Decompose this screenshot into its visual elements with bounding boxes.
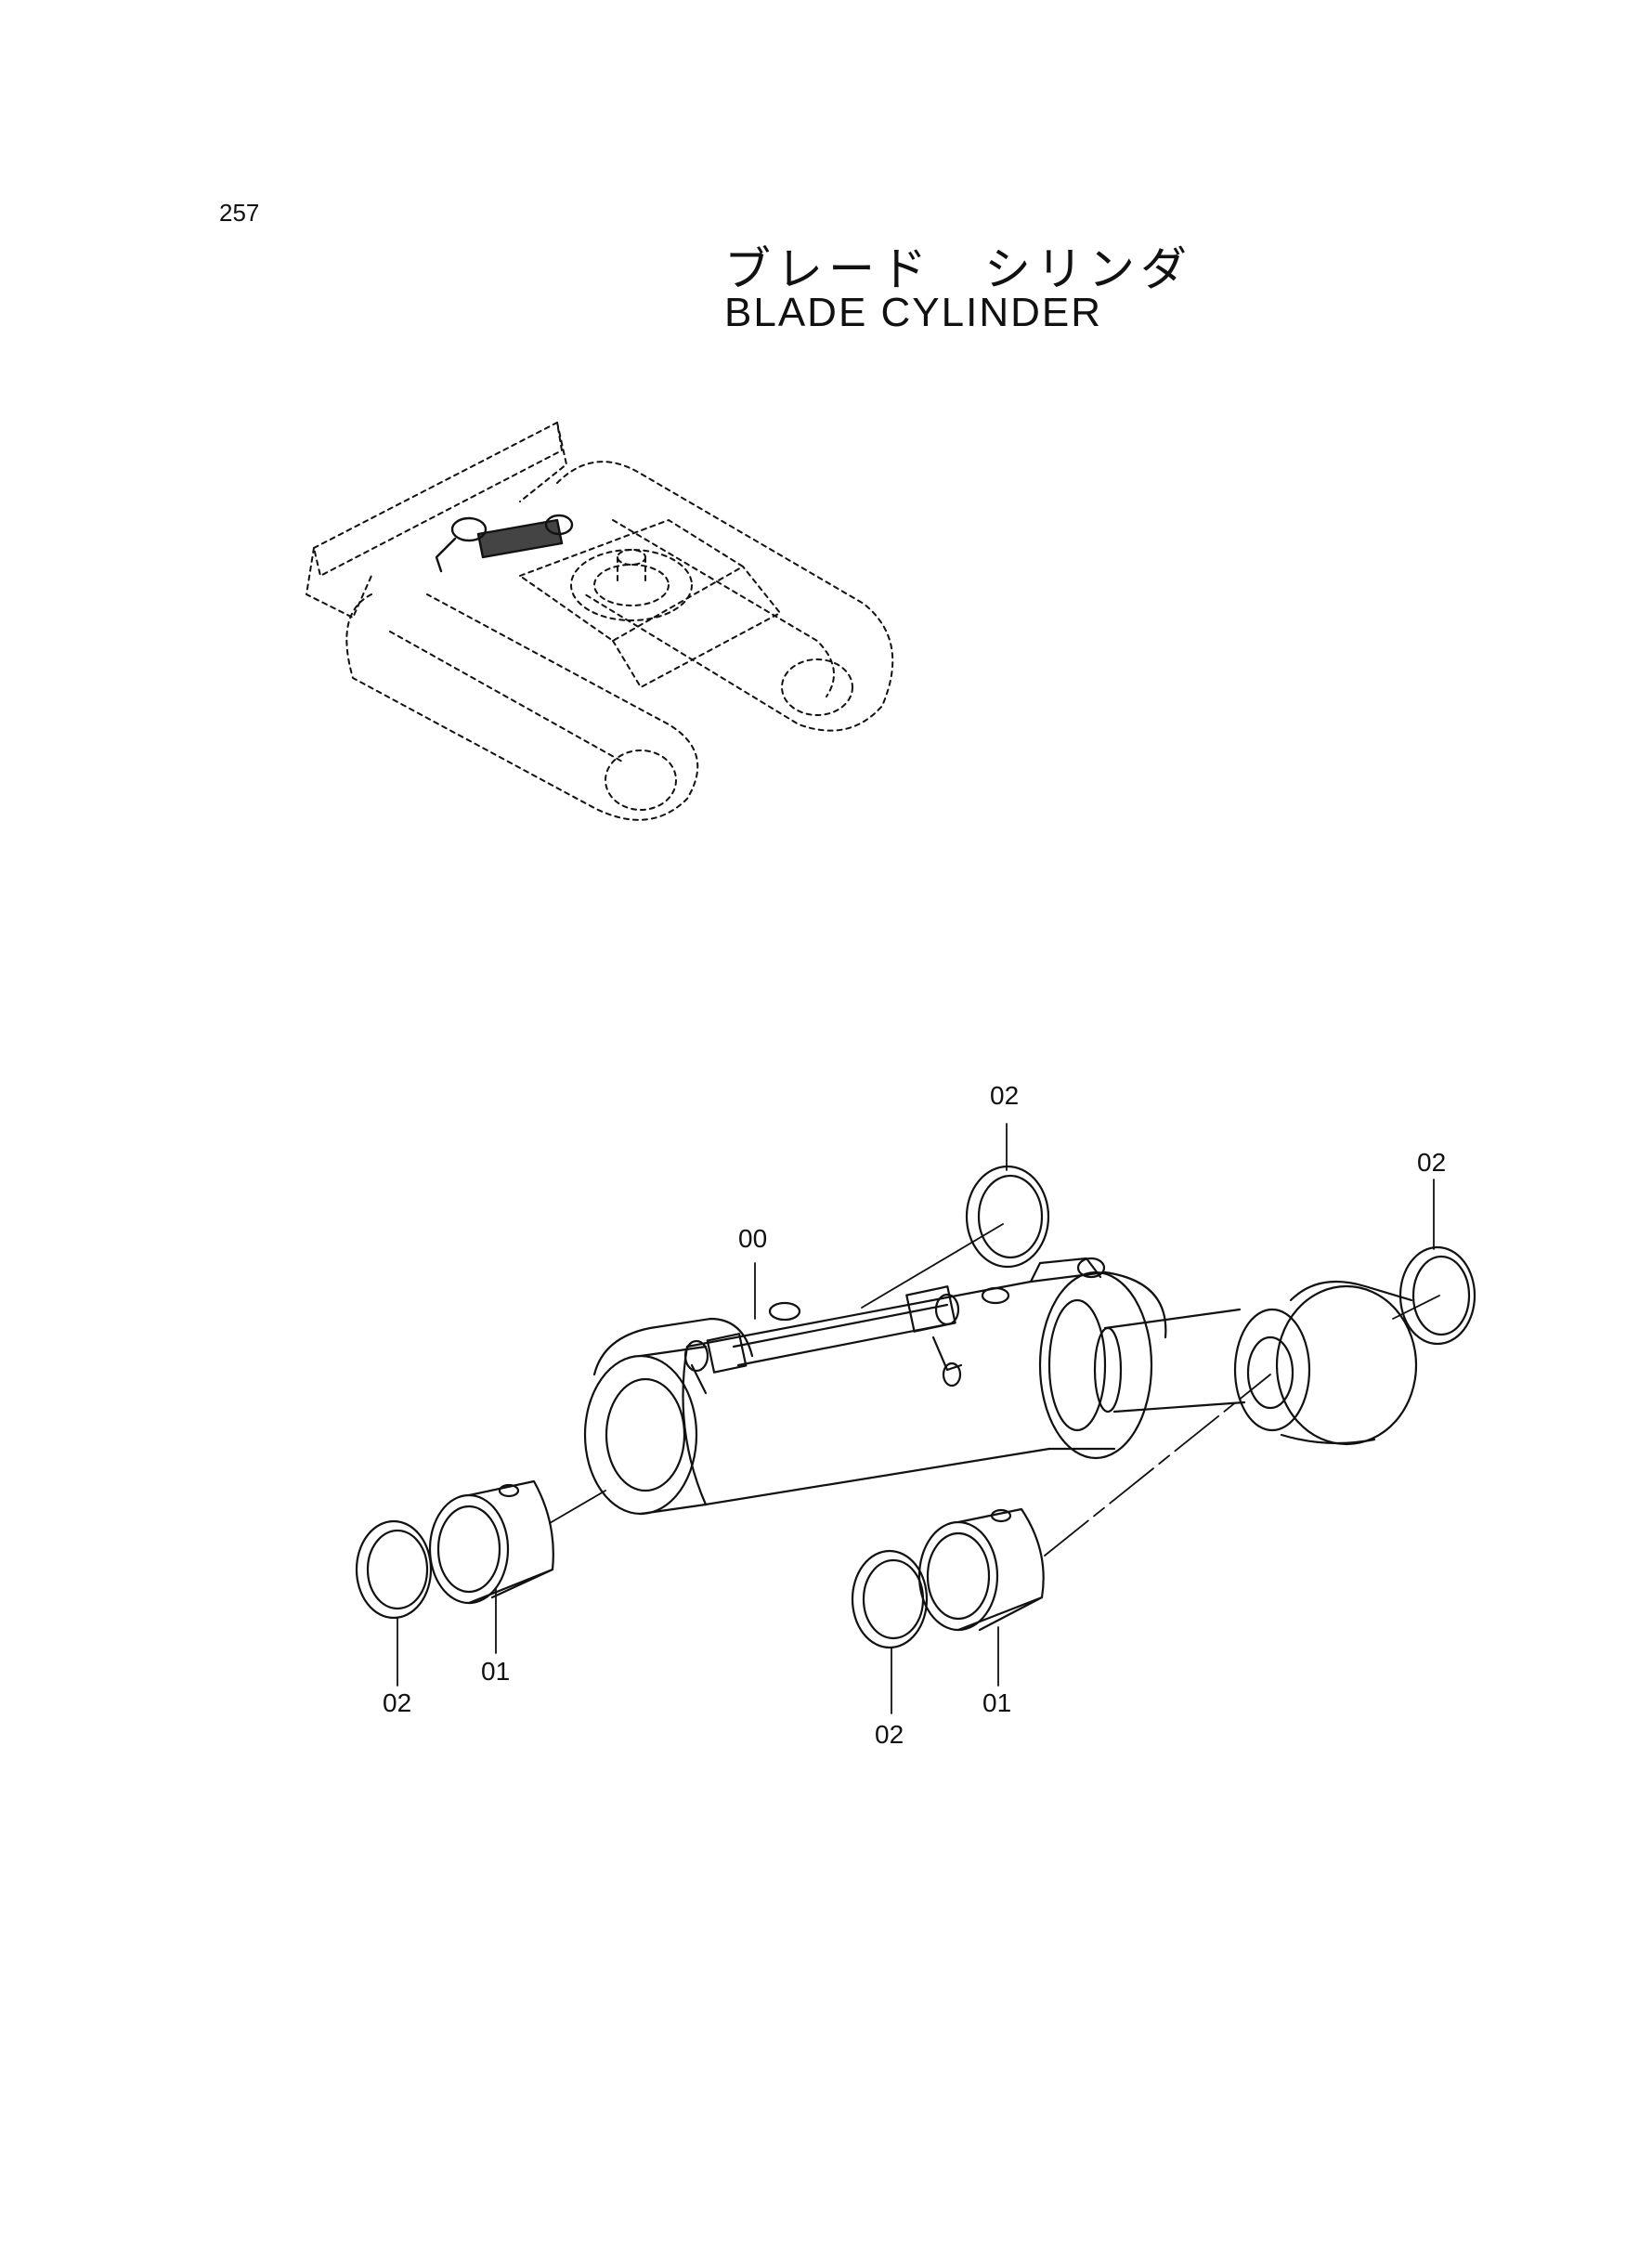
bushing-left [428, 1479, 554, 1605]
ring-top [965, 1165, 1050, 1269]
callout-bushing-right: 01 [982, 1688, 1012, 1717]
undercarriage-overview [306, 422, 894, 821]
page-number: 257 [219, 199, 260, 227]
cylinder-assembly [583, 1257, 1418, 1516]
overview-blade-cylinder [435, 514, 574, 573]
callout-bushing-left: 01 [481, 1657, 511, 1686]
ring-bottom [851, 1549, 929, 1649]
title-japanese: ブレード シリンダ [724, 242, 1192, 296]
title-english: BLADE CYLINDER [724, 290, 1103, 335]
callout-ring-top: 02 [990, 1081, 1020, 1110]
ring-left [355, 1519, 433, 1620]
callout-ring-right: 02 [1417, 1148, 1447, 1177]
callout-cylinder: 00 [738, 1224, 768, 1253]
ring-right [1398, 1245, 1476, 1346]
callout-ring-bottom: 02 [875, 1720, 904, 1749]
assembly-lines [397, 1123, 1440, 1714]
callout-ring-left: 02 [383, 1688, 412, 1717]
bushing-right [917, 1507, 1045, 1632]
